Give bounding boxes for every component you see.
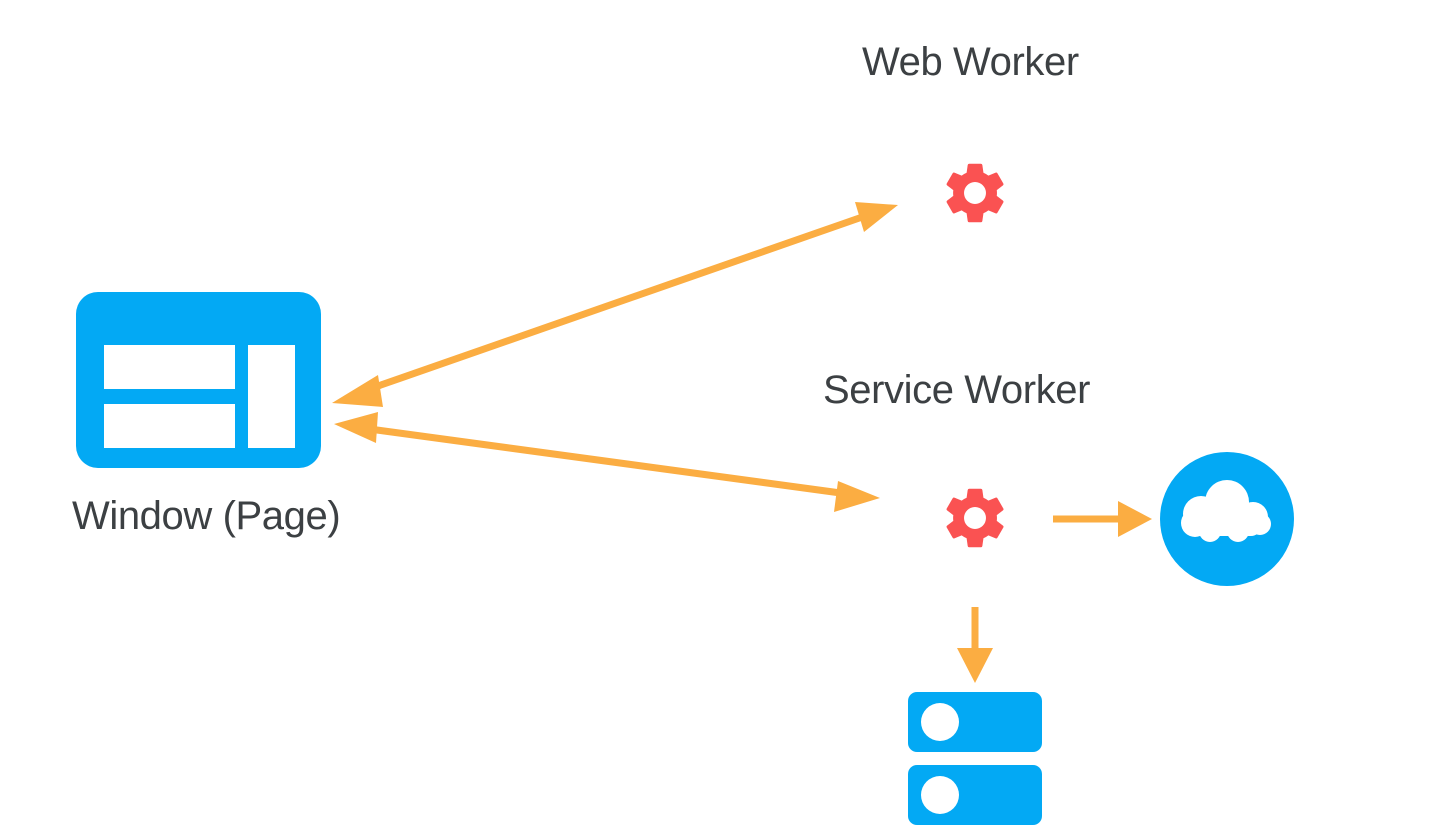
arrowhead-to-cache	[957, 648, 993, 683]
arrowhead-to-service-worker	[834, 481, 880, 512]
edge-line	[361, 424, 849, 498]
window-pane-top-left	[104, 345, 235, 389]
window-page-label: Window (Page)	[72, 494, 341, 538]
database-icon	[908, 692, 1042, 825]
arrowhead-to-cloud	[1118, 501, 1152, 537]
edge-window-to-web-worker	[332, 202, 898, 407]
database-indicator-bottom	[921, 776, 959, 814]
service-worker-gear-icon	[946, 488, 1004, 548]
web-worker-gear-icon	[946, 163, 1004, 223]
cloud-glyph	[1181, 480, 1271, 542]
window-pane-right	[248, 345, 295, 448]
database-indicator-top	[921, 703, 959, 741]
cloud-icon	[1160, 452, 1294, 586]
arrowhead-to-web-worker	[855, 202, 898, 232]
web-worker-label: Web Worker	[862, 40, 1079, 84]
edge-line	[356, 211, 870, 397]
window-pane-bottom-left	[104, 404, 235, 448]
edge-service-worker-to-cache	[957, 607, 993, 683]
arrowhead-to-window-upper	[332, 375, 383, 407]
edge-service-worker-to-cloud	[1053, 501, 1152, 537]
service-worker-label: Service Worker	[823, 368, 1091, 412]
arrowhead-to-window-lower	[334, 412, 378, 443]
edge-window-to-service-worker	[334, 412, 880, 512]
browser-window-icon	[76, 292, 321, 468]
